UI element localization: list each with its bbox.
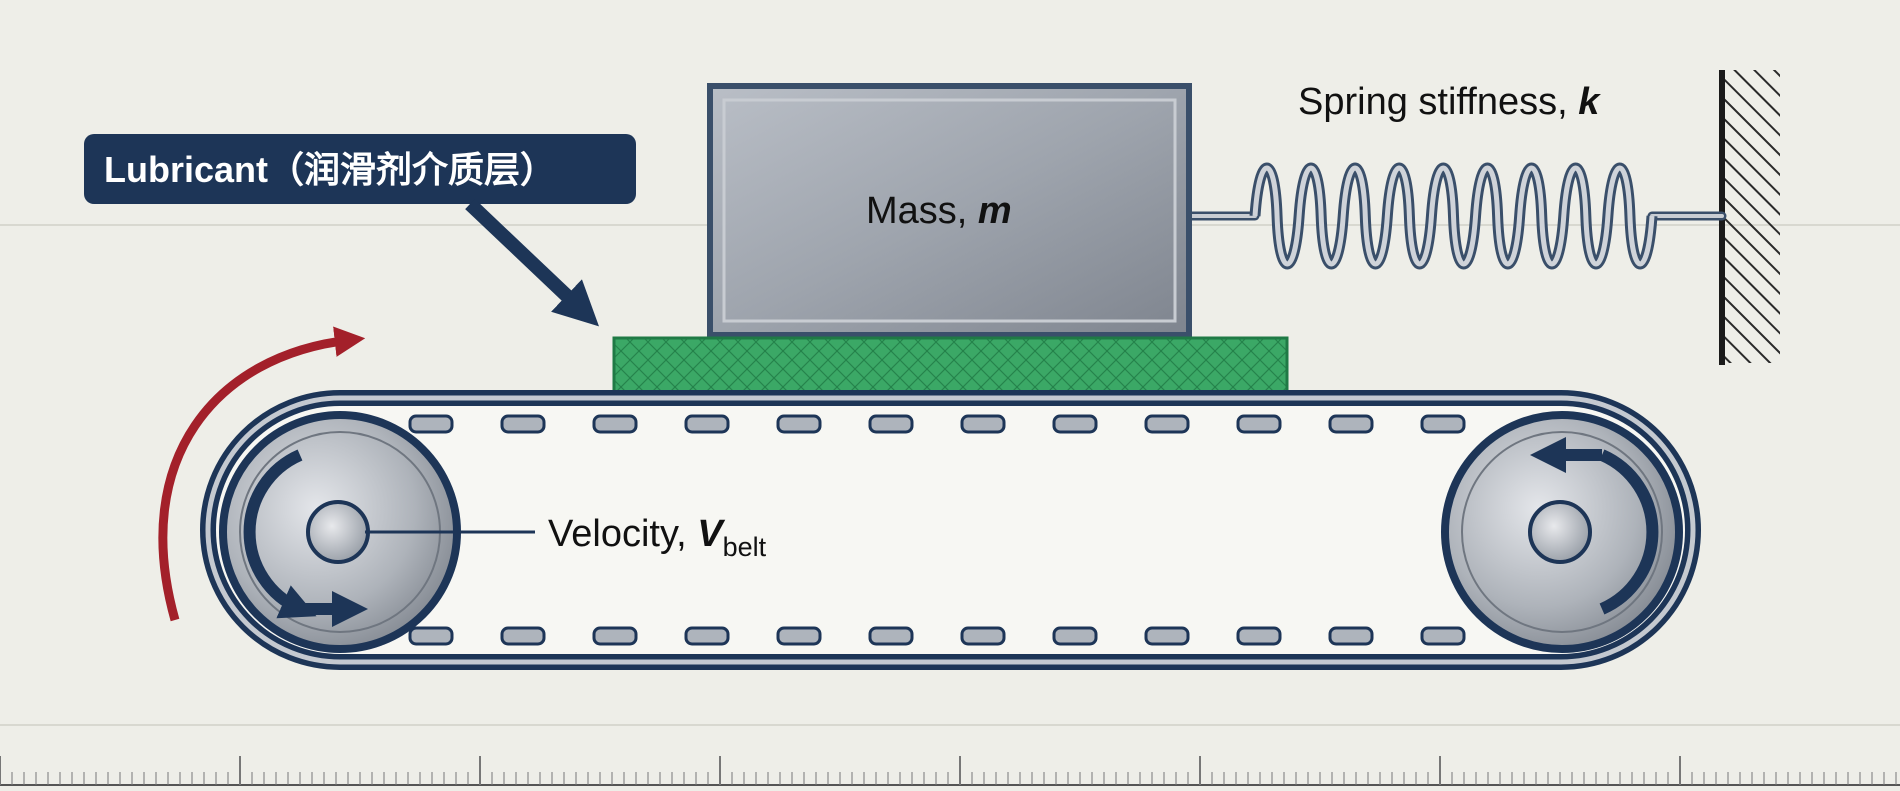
belt-tooth (960, 414, 1006, 434)
belt-tooth (592, 626, 638, 646)
belt-tooth (592, 414, 638, 434)
belt-tooth (684, 414, 730, 434)
belt-tooth (1144, 626, 1190, 646)
lubricant-layer (612, 336, 1289, 400)
belt-tooth (1420, 626, 1466, 646)
spring-symbol: k (1578, 81, 1601, 123)
lubricant-label: Lubricant（润滑剂介质层） (104, 149, 556, 190)
velocity-symbol: V (697, 513, 725, 555)
rotate-counterclockwise-arrow-icon (1599, 449, 1659, 615)
mass-symbol: m (978, 190, 1012, 232)
spring (1187, 162, 1727, 270)
right-pulley-hub (1528, 500, 1592, 564)
curved-arrow-icon (158, 326, 366, 622)
belt-tooth (960, 626, 1006, 646)
belt-tooth (1052, 626, 1098, 646)
belt-tooth (500, 414, 546, 434)
mass-block (707, 83, 1192, 338)
fixed-wall (1719, 70, 1780, 365)
conveyor-belt (200, 390, 1701, 670)
belt-tooth (408, 626, 454, 646)
belt-tooth (408, 414, 454, 434)
belt-tooth (1236, 626, 1282, 646)
velocity-label: Velocity, Vbelt (548, 513, 767, 562)
belt-tooth (1236, 414, 1282, 434)
belt-tooth (776, 626, 822, 646)
velocity-subscript: belt (723, 532, 767, 562)
belt-tooth (868, 414, 914, 434)
right-pulley (1441, 411, 1683, 653)
spring-stiffness-label: Spring stiffness, k (1298, 81, 1601, 123)
belt-tooth (684, 626, 730, 646)
mass-label: Mass, m (866, 190, 1012, 232)
belt-tooth (776, 414, 822, 434)
belt-tooth (1144, 414, 1190, 434)
belt-tooth (868, 626, 914, 646)
belt-tooth (1328, 414, 1374, 434)
lubricant-pointer-arrow (465, 198, 600, 327)
belt-tooth (1052, 414, 1098, 434)
belt-tooth (500, 626, 546, 646)
belt-tooth (1328, 626, 1374, 646)
left-pulley-hub (306, 500, 370, 564)
belt-tooth (1420, 414, 1466, 434)
ruler-scale (0, 756, 1900, 786)
lubricant-callout: Lubricant（润滑剂介质层） (84, 134, 636, 327)
rotate-clockwise-arrow-icon (243, 449, 317, 619)
